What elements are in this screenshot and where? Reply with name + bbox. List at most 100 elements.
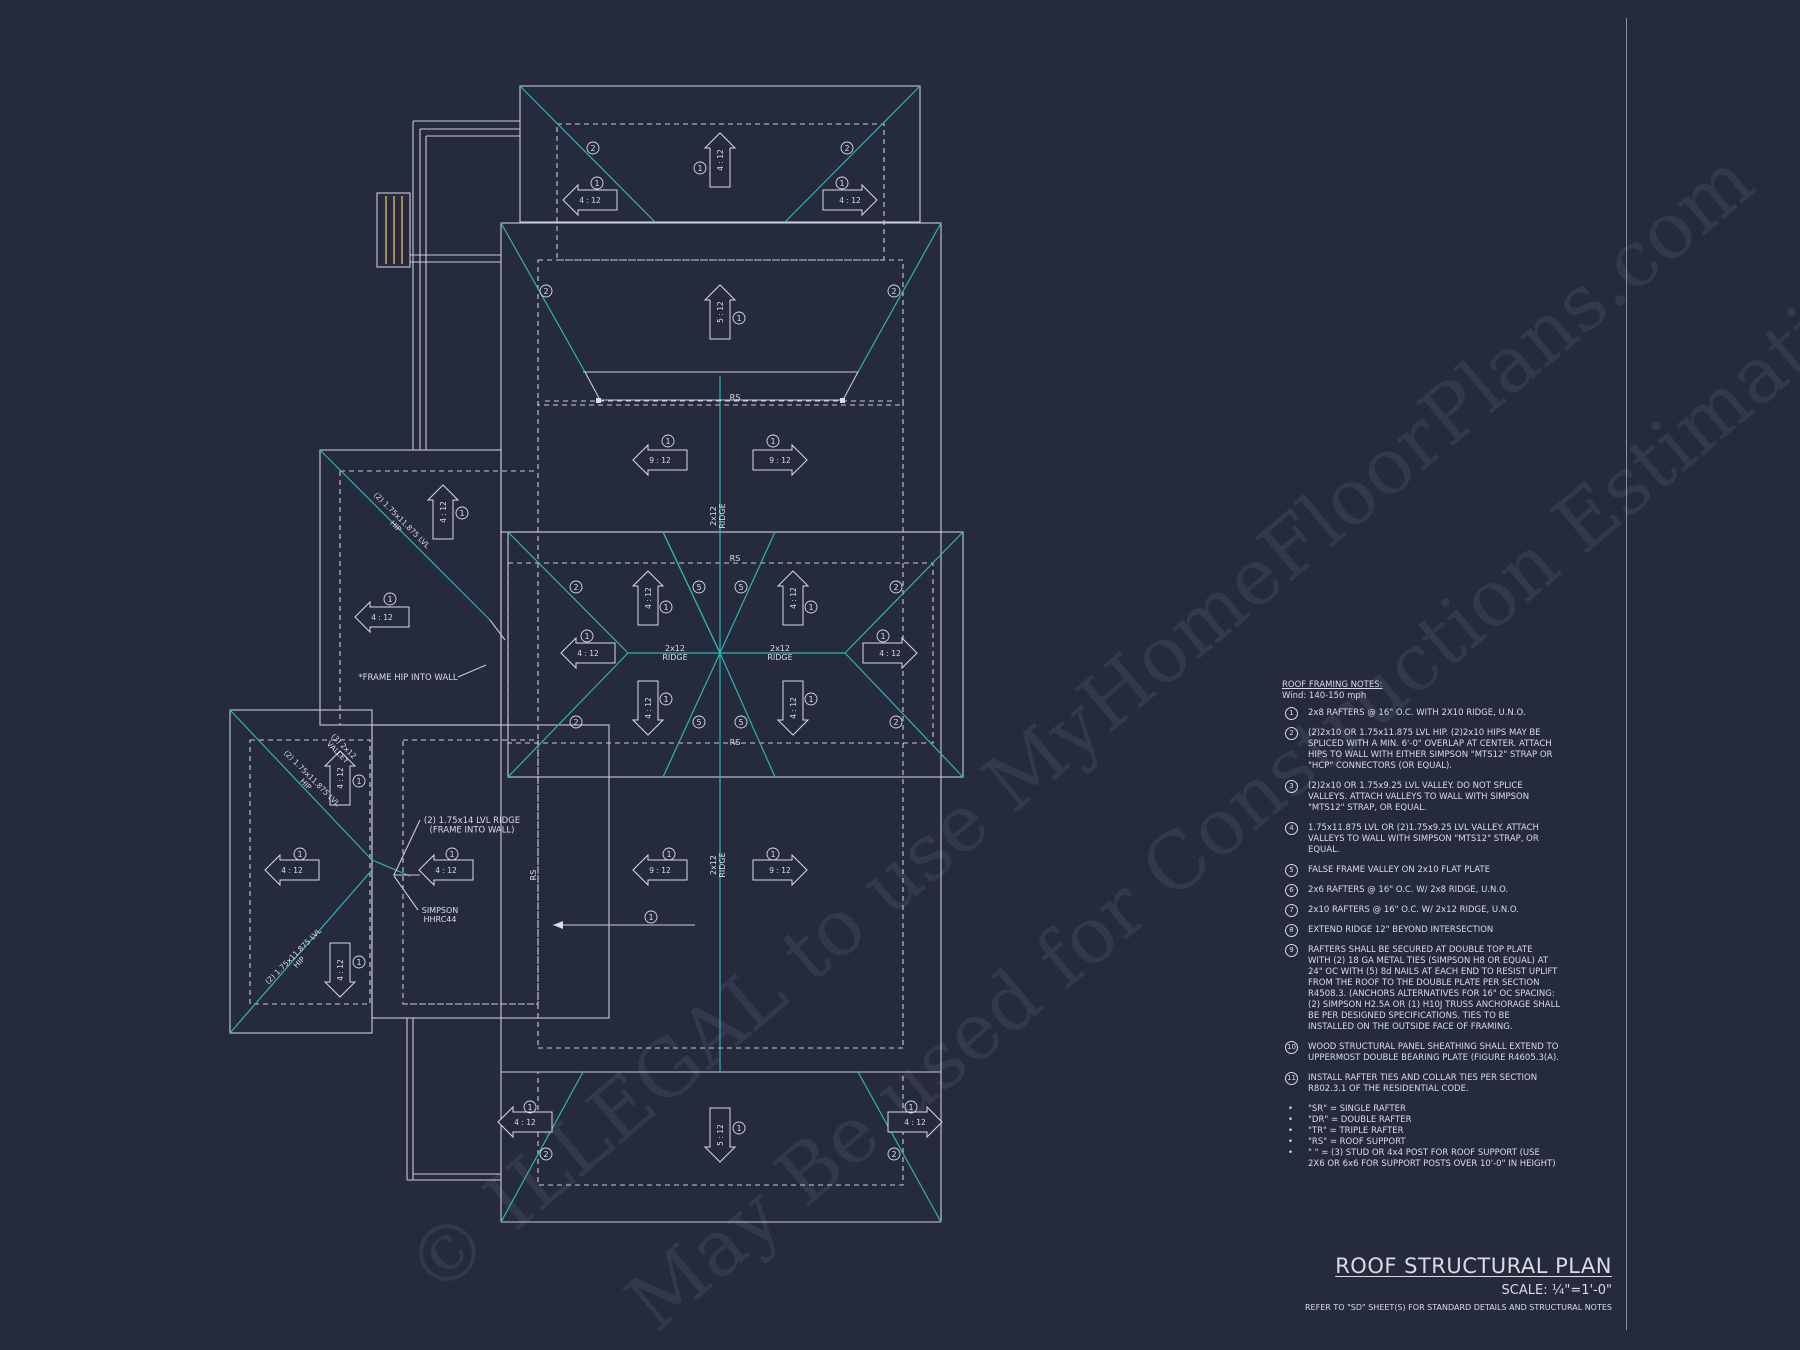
marker-1-6: 1 [459,509,464,518]
marker-1-20: 1 [770,850,775,859]
marker-1-19: 1 [666,850,671,859]
ridge-lower-left [371,859,411,877]
marker-2-4: 2 [573,583,578,592]
slope-arrow-cross-3 [631,680,665,736]
left-wing-roof-outline [319,449,502,726]
note-number: 10 [1285,1041,1298,1054]
marker-5-0-circle [692,580,706,594]
marker-5-0: 5 [696,583,701,592]
marker-2-3-circle [887,284,901,298]
ridge-label-lower: 2x12RIDGE [709,852,727,877]
marker-2-2-circle [539,284,553,298]
stair-outline [376,192,411,268]
note-text: (2)2x10 OR 1.75x11.875 LVL HIP. (2)2x10 … [1308,728,1553,771]
slope-arrow-top-left-label: 4 : 12 [579,196,601,205]
ridge-label-lower-line: 2x12 [709,855,718,875]
marker-1-11-circle [876,629,890,643]
roof-support-cross-top-line: RS [730,554,741,563]
slope-arrow-cross-left-label: 4 : 12 [577,649,599,658]
upper-beam-frame [584,371,859,401]
notes-header: ROOF FRAMING NOTES: [1282,680,1383,690]
roof-support-left-line: RS [529,870,538,881]
main-upper-wall-dashed [537,259,904,406]
marker-2-6: 2 [573,718,578,727]
frame-hip-callout: *FRAME HIP INTO WALL [358,673,458,683]
note-number: 8 [1285,924,1298,937]
marker-1-8: 1 [663,603,668,612]
hip-bottom-left [500,1071,584,1223]
slope-arrow-bottom-right-label: 4 : 12 [904,1118,926,1127]
frame-hip-callout-line: *FRAME HIP INTO WALL [358,673,458,683]
abbreviation-legend: "SR" = SINGLE RAFTER"DR" = DOUBLE RAFTER… [1282,1104,1582,1170]
center-left-wall-dashed [402,739,539,1005]
slope-arrow-upper-main [703,284,737,340]
hip-cross-br [844,652,964,778]
marker-1-10-circle [580,629,594,643]
note-number: 5 [1285,864,1298,877]
marker-1-15-circle [293,847,307,861]
marker-2-9-circle [887,1147,901,1161]
marker-2-6-circle [569,715,583,729]
slope-arrow-left-wing-2-label: 4 : 12 [371,613,393,622]
ridge-label-cross-left-line: RIDGE [662,653,687,662]
slope-arrow-center-left-label: 4 : 12 [435,866,457,875]
note-number: 1 [1285,707,1298,720]
roof-support-cross-top: RS [730,554,741,563]
marker-2-0-circle [586,141,600,155]
marker-5-1-circle [734,580,748,594]
marker-1-21-circle [523,1100,537,1114]
plan-linework [229,85,964,1223]
note-number: 6 [1285,884,1298,897]
marker-1-5: 1 [770,437,775,446]
marker-1-4: 1 [665,437,670,446]
valley-tr [719,531,776,654]
hip-cross-bl [507,652,629,778]
leader-arrowhead [553,921,563,929]
marker-1-5-circle [766,434,780,448]
title-block: ROOF STRUCTURAL PLAN SCALE: ¼"=1'-0" REF… [1305,1253,1612,1312]
marker-1-11: 1 [880,632,885,641]
note-text: 2x10 RAFTERS @ 16" O.C. W/ 2x12 RIDGE, U… [1308,905,1519,915]
note-text: (2)2x10 OR 1.75x9.25 LVL VALLEY. DO NOT … [1308,781,1530,813]
slope-arrow-cross-4-label: 4 : 12 [789,697,798,719]
marker-1-14: 1 [356,777,361,786]
marker-1-4-circle [661,434,675,448]
marker-1-19-circle [662,847,676,861]
marker-1-2: 1 [839,179,844,188]
legend-item: "DR" = DOUBLE RAFTER [1288,1115,1582,1126]
slope-arrow-lower-main-right [752,853,808,887]
marker-2-5: 2 [893,583,898,592]
slope-arrow-center-left [418,853,474,887]
hip-left-wing [319,449,491,621]
slope-arrow-lower-left-down [323,942,357,998]
marker-2-5-circle [889,580,903,594]
valley-br [719,652,776,778]
legend-item: "TR" = TRIPLE RAFTER [1288,1126,1582,1137]
marker-1-21: 1 [527,1103,532,1112]
note-number: 4 [1285,822,1298,835]
hip-top-porch-right [784,85,921,223]
marker-2-7-circle [889,715,903,729]
marker-1-10: 1 [584,632,589,641]
frame-hip-leader [457,664,487,678]
marker-1-15: 1 [297,850,302,859]
marker-1-18: 1 [648,913,653,922]
note-item: 3(2)2x10 OR 1.75x9.25 LVL VALLEY. DO NOT… [1282,780,1582,814]
slope-arrow-lower-left-left-label: 4 : 12 [281,866,303,875]
note-text: 2x6 RAFTERS @ 16" O.C. W/ 2x8 RIDGE, U.N… [1308,885,1509,895]
roof-support-cross-bottom-line: RS [730,738,741,747]
marker-1-20-circle [766,847,780,861]
legend-item: "SR" = SINGLE RAFTER [1288,1104,1582,1115]
marker-1-12: 1 [663,695,668,704]
slope-arrow-upper-left [632,443,688,477]
note-number: 7 [1285,904,1298,917]
slope-arrow-cross-3-label: 4 : 12 [644,697,653,719]
lvl-ridge-callout-line: (2) 1.75x14 LVL RIDGE [424,816,520,826]
note-item: 7 2x10 RAFTERS @ 16" O.C. W/ 2x12 RIDGE, … [1282,904,1582,917]
note-text: WOOD STRUCTURAL PANEL SHEATHING SHALL EX… [1308,1042,1560,1063]
